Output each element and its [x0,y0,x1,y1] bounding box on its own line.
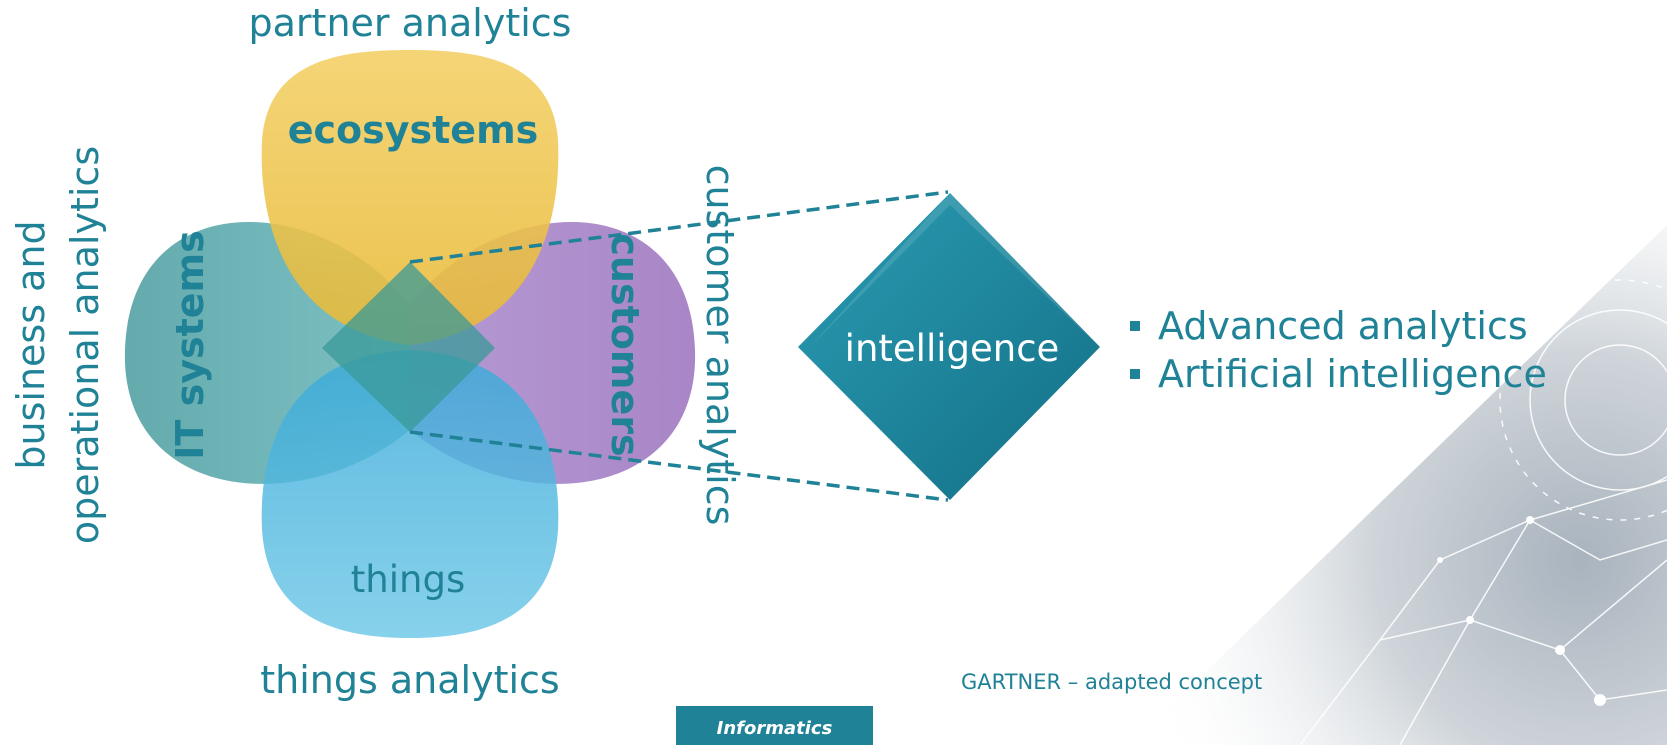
petal-label-things: things [351,558,465,601]
petal-ecosystems [261,50,559,345]
bullet-square-icon [1130,321,1140,331]
outer-label-things-analytics: things analytics [260,658,559,702]
intelligence-label: intelligence [845,327,1060,370]
petal-label-customers: customers [603,233,647,456]
list-item: Advanced analytics [1130,302,1547,350]
list-item-label: Artificial intelligence [1158,352,1547,396]
petal-label-ecosystems: ecosystems [288,108,539,152]
list-item: Artificial intelligence [1130,350,1547,398]
capabilities-list: Advanced analytics Artificial intelligen… [1130,302,1547,398]
connector-line-bottom [409,430,949,502]
outer-label-business: business and [9,220,53,469]
outer-label-partner-analytics: partner analytics [249,1,572,45]
center-overlap-diamond [322,262,495,432]
bullet-square-icon [1130,369,1140,379]
list-item-label: Advanced analytics [1158,304,1528,348]
petal-label-it-systems: IT systems [168,230,212,459]
source-caption: GARTNER – adapted concept [961,670,1263,694]
petal-things [261,350,559,638]
outer-label-operational-analytics: operational analytics [63,146,107,544]
informatics-tag: Informatics [676,706,873,745]
intelligence-diamond [798,193,1100,500]
connector-line-top [409,190,949,264]
outer-label-customer-analytics: customer analytics [698,165,742,526]
